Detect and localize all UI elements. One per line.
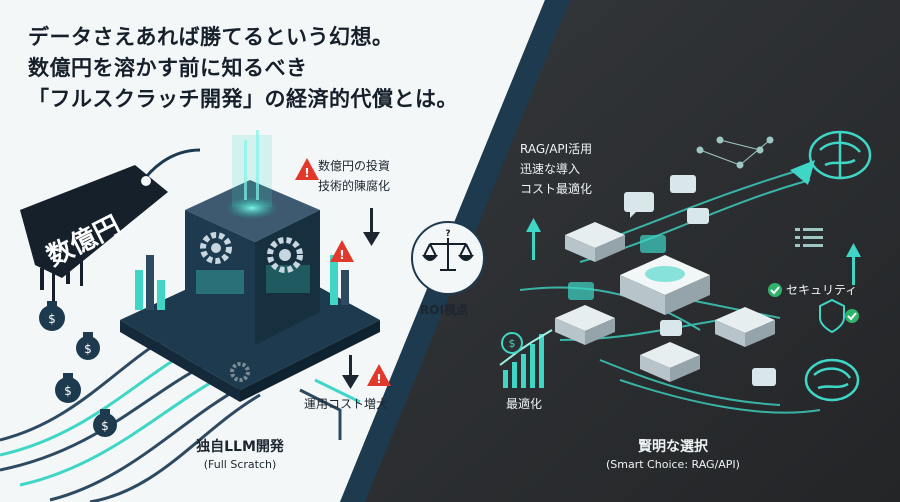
right-caption-subtitle: (Smart Choice: RAG/API): [606, 458, 740, 471]
right-caption-title: 賢明な選択: [638, 439, 708, 455]
rag-api-label: RAG/API活用: [520, 142, 593, 156]
cost-increase-label: 運用コスト増大: [304, 397, 389, 411]
up-arrow-icon: [526, 218, 861, 285]
quick-deploy-label: 迅速な導入: [520, 162, 581, 176]
risk-obsolescence-label: 技術的陳腐化: [318, 179, 391, 193]
security-label: セキュリティ: [786, 283, 858, 297]
risk-investment-label: 数億円の投資: [318, 159, 391, 173]
svg-text:!: !: [376, 372, 381, 386]
server-block: [640, 342, 700, 382]
money-bag-icon: $: [39, 301, 65, 331]
server-block: [565, 222, 625, 262]
optimization-label: 最適化: [506, 397, 543, 411]
network-graph: [696, 136, 774, 169]
melting-drips: [40, 258, 83, 306]
check-icon: [845, 309, 859, 323]
money-bag-icon: $: [76, 332, 100, 360]
price-tag: [20, 148, 201, 278]
down-arrow-icon: [342, 355, 359, 389]
warning-icon: !: [330, 240, 354, 262]
shield-icon: [819, 298, 845, 334]
svg-text:$: $: [64, 384, 72, 398]
brain-icon: [804, 358, 860, 402]
headline-line-1: データさえあれば勝てるという幻想。: [28, 25, 394, 49]
roi-label: ROI視点: [420, 303, 468, 317]
headline-line-2: 数億円を溶かす前に知るべき: [28, 56, 308, 80]
server-block: [555, 305, 615, 345]
bar-towers: [135, 255, 349, 310]
money-bag-icon: $: [55, 373, 81, 403]
check-icon: [768, 283, 782, 297]
headline: データさえあれば勝てるという幻想。 数億円を溶かす前に知るべき 「フルスクラッチ…: [28, 22, 458, 115]
question-mark-icon: ?: [445, 229, 450, 239]
list-icon: [795, 228, 823, 247]
gear-icon: [267, 237, 303, 273]
gear-icon: [200, 232, 232, 264]
warning-icon: !: [367, 364, 391, 386]
growth-chart-icon: $: [499, 329, 553, 388]
svg-text:$: $: [48, 312, 56, 326]
left-caption: 独自LLM開発 (Full Scratch): [170, 437, 310, 473]
cost-optimization-label: コスト最適化: [520, 182, 593, 196]
gear-icon: [230, 362, 250, 382]
central-server-block: [620, 255, 710, 315]
svg-text:!: !: [304, 166, 309, 180]
svg-text:!: !: [339, 248, 344, 262]
trend-arrowhead: [790, 160, 815, 185]
server-block: [715, 307, 775, 347]
down-arrow-icon: [363, 208, 380, 246]
warning-icon: !: [295, 158, 319, 180]
right-caption: 賢明な選択 (Smart Choice: RAG/API): [578, 437, 768, 473]
svg-text:$: $: [509, 337, 516, 350]
brain-icon: [808, 130, 872, 180]
svg-text:$: $: [84, 342, 92, 356]
left-caption-subtitle: (Full Scratch): [203, 458, 277, 471]
scale-icon: [421, 238, 475, 271]
money-bag-icon: $: [93, 409, 117, 437]
left-caption-title: 独自LLM開発: [196, 439, 284, 455]
chat-icon: [568, 175, 776, 386]
svg-text:$: $: [101, 419, 109, 433]
headline-line-3: 「フルスクラッチ開発」の経済的代償とは。: [28, 87, 458, 111]
